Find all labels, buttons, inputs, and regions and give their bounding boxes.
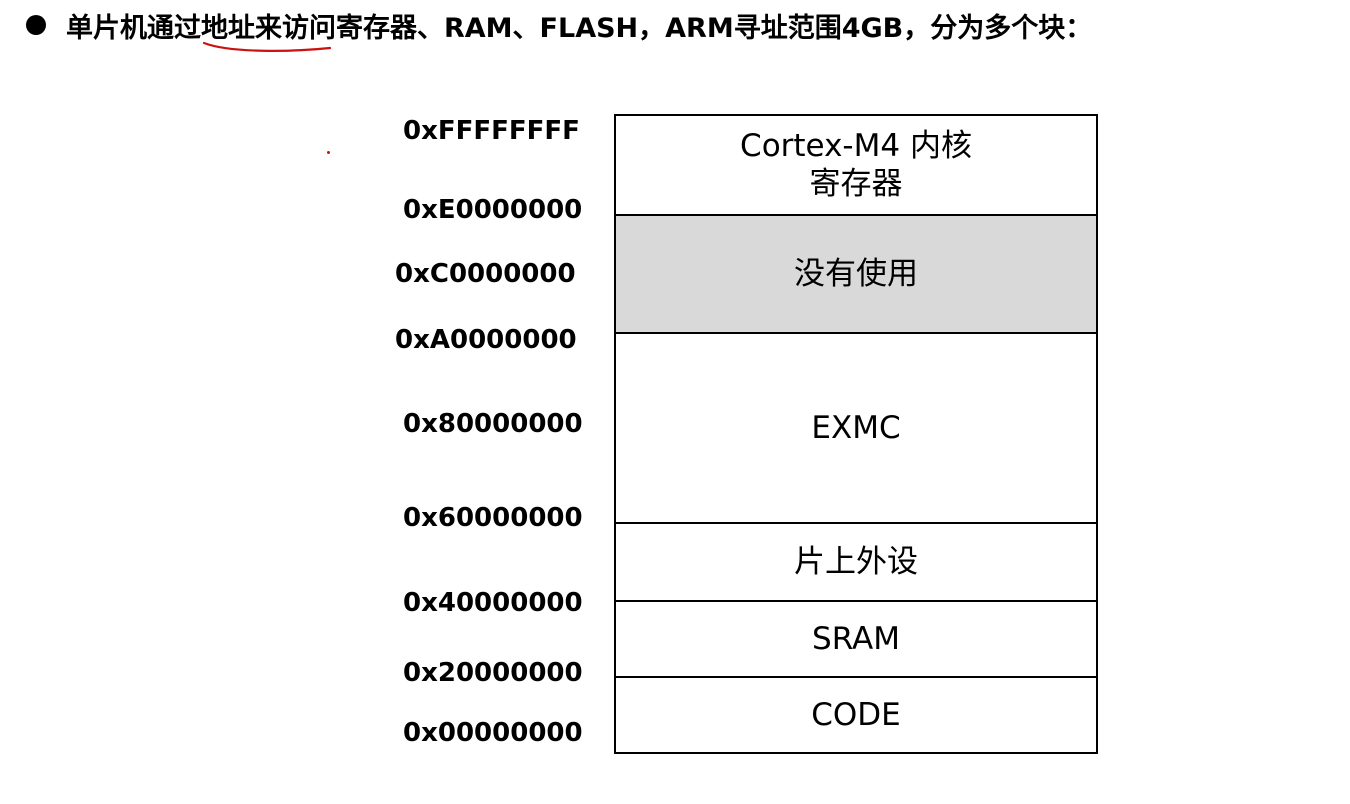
pen-dot-annotation: [327, 151, 330, 154]
address-label: 0x00000000: [403, 718, 583, 748]
bullet-point: [26, 15, 46, 35]
slide-heading: 单片机通过地址来访问寄存器、RAM、FLASH，ARM寻址范围4GB，分为多个块…: [26, 2, 1092, 48]
region-peripherals: 片上外设: [616, 524, 1096, 602]
region-label-line: 片上外设: [794, 544, 918, 580]
region-label-line: 没有使用: [794, 256, 918, 292]
region-unused: 没有使用: [616, 216, 1096, 334]
address-label: 0xFFFFFFFF: [403, 116, 580, 146]
address-label: 0x20000000: [403, 658, 583, 688]
pen-underline-stroke: [202, 41, 332, 52]
memory-map: Cortex-M4 内核 寄存器 没有使用 EXMC 片上外设 SRAM COD…: [614, 114, 1098, 754]
region-label-line: EXMC: [811, 410, 901, 446]
address-label: 0xC0000000: [395, 259, 576, 289]
address-label: 0x40000000: [403, 588, 583, 618]
region-label-line: CODE: [811, 697, 901, 733]
region-label-line: SRAM: [812, 621, 900, 657]
heading-text: 单片机通过地址来访问寄存器、RAM、FLASH，ARM寻址范围4GB，分为多个块…: [66, 12, 1093, 44]
address-label: 0x60000000: [403, 503, 583, 533]
region-label-line: Cortex-M4 内核: [740, 128, 972, 164]
region-code: CODE: [616, 678, 1096, 752]
address-label: 0xA0000000: [395, 325, 577, 355]
region-cortex-m4-core-registers: Cortex-M4 内核 寄存器: [616, 116, 1096, 216]
pen-underline-annotation: [202, 41, 332, 52]
address-label: 0xE0000000: [403, 195, 583, 225]
address-label: 0x80000000: [403, 409, 583, 439]
region-exmc: EXMC: [616, 334, 1096, 524]
region-sram: SRAM: [616, 602, 1096, 678]
region-label-line: 寄存器: [809, 166, 903, 202]
